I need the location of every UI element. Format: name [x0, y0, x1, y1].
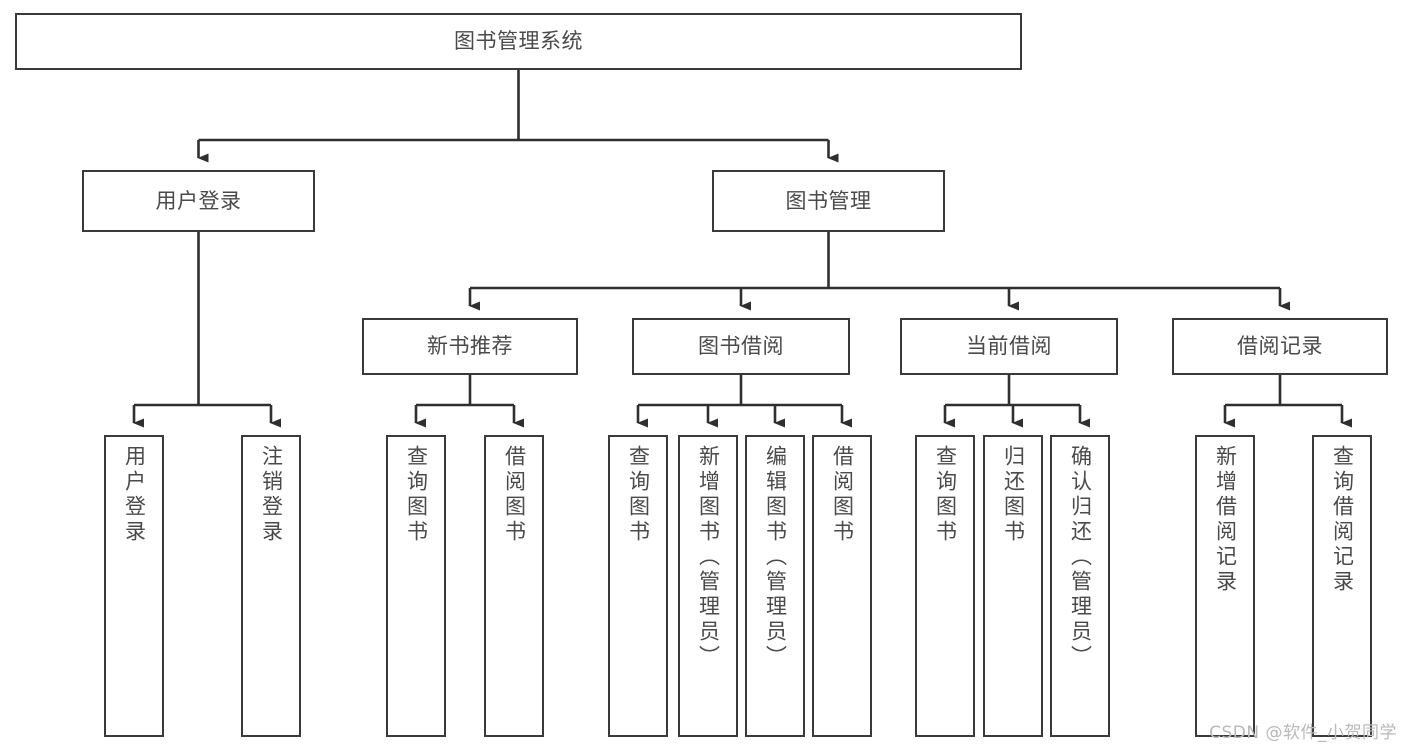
node-label-book-management: 图书管理 — [785, 188, 872, 213]
node-label-leaf-return-book: 归还图书 — [1001, 445, 1026, 545]
node-book-management[interactable]: 图书管理 — [712, 170, 945, 232]
node-borrow-records[interactable]: 借阅记录 — [1172, 318, 1388, 375]
node-label-leaf-query-book-borrow: 查询图书 — [626, 445, 651, 545]
node-leaf-add-book[interactable]: 新增图书（管理员） — [678, 435, 738, 737]
node-label-current-borrow: 当前借阅 — [966, 334, 1052, 359]
node-label-root: 图书管理系统 — [454, 29, 583, 54]
node-label-leaf-edit-book: 编辑图书（管理员） — [763, 445, 788, 670]
node-leaf-query-book-current[interactable]: 查询图书 — [915, 435, 975, 737]
node-leaf-edit-book[interactable]: 编辑图书（管理员） — [745, 435, 805, 737]
node-label-leaf-query-book-current: 查询图书 — [933, 445, 958, 545]
node-label-user-login: 用户登录 — [155, 188, 242, 213]
node-leaf-query-record[interactable]: 查询借阅记录 — [1312, 435, 1372, 737]
node-new-book-recommend[interactable]: 新书推荐 — [362, 318, 578, 375]
node-user-login[interactable]: 用户登录 — [82, 170, 315, 232]
node-book-borrow[interactable]: 图书借阅 — [632, 318, 850, 375]
node-leaf-confirm-return[interactable]: 确认归还（管理员） — [1050, 435, 1110, 737]
node-label-leaf-user-login: 用户登录 — [122, 445, 147, 545]
node-label-leaf-logout: 注销登录 — [259, 445, 284, 545]
watermark-label: CSDN @软件_小贺同学 — [1209, 723, 1397, 743]
node-label-new-book-recommend: 新书推荐 — [427, 334, 513, 359]
node-leaf-query-book-rec[interactable]: 查询图书 — [386, 435, 446, 737]
node-label-leaf-confirm-return: 确认归还（管理员） — [1068, 445, 1093, 670]
node-label-leaf-borrow-book: 借阅图书 — [830, 445, 855, 545]
node-leaf-logout[interactable]: 注销登录 — [241, 435, 301, 737]
node-leaf-return-book[interactable]: 归还图书 — [983, 435, 1043, 737]
node-label-leaf-borrow-book-rec: 借阅图书 — [502, 445, 527, 545]
node-label-leaf-query-book-rec: 查询图书 — [404, 445, 429, 545]
node-leaf-query-book-borrow[interactable]: 查询图书 — [608, 435, 668, 737]
node-label-leaf-query-record: 查询借阅记录 — [1330, 445, 1355, 595]
node-leaf-user-login[interactable]: 用户登录 — [104, 435, 164, 737]
node-label-leaf-add-record: 新增借阅记录 — [1213, 445, 1238, 595]
node-current-borrow[interactable]: 当前借阅 — [900, 318, 1118, 375]
node-label-borrow-records: 借阅记录 — [1237, 334, 1323, 359]
node-leaf-borrow-book-rec[interactable]: 借阅图书 — [484, 435, 544, 737]
node-root[interactable]: 图书管理系统 — [15, 13, 1022, 70]
node-leaf-borrow-book[interactable]: 借阅图书 — [812, 435, 872, 737]
node-leaf-add-record[interactable]: 新增借阅记录 — [1195, 435, 1255, 737]
node-label-book-borrow: 图书借阅 — [698, 334, 784, 359]
node-label-leaf-add-book: 新增图书（管理员） — [696, 445, 721, 670]
